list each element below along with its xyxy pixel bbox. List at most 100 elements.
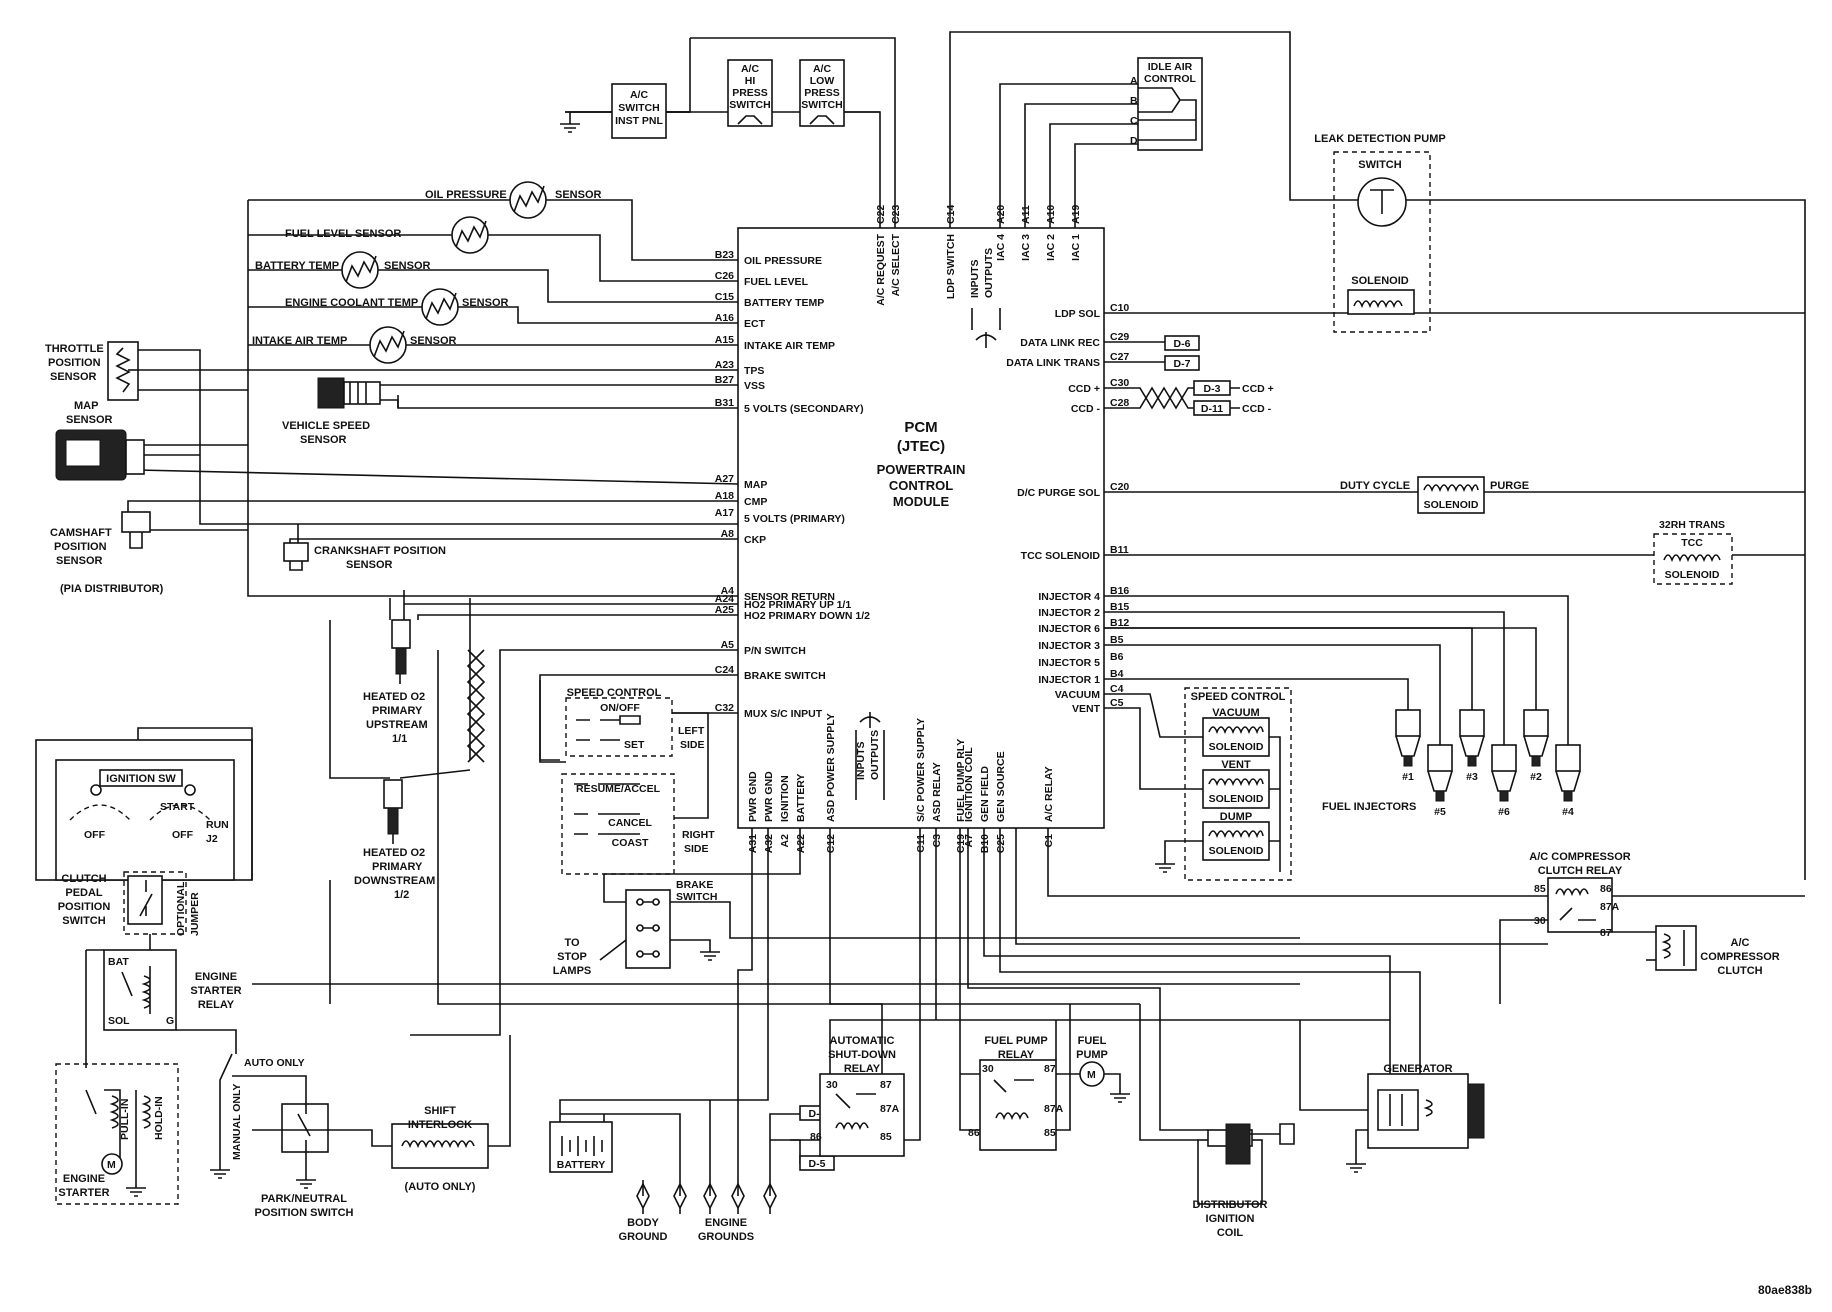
fuel-pump-label-1: FUEL <box>1078 1035 1107 1047</box>
crankshaft-label-2: SENSOR <box>346 559 393 571</box>
ac-relay-pin-30: 30 <box>1534 915 1546 927</box>
ac-switch-label-3: INST PNL <box>615 115 663 127</box>
pcm-pin-code-c20: C20 <box>1110 481 1129 493</box>
pcm-pin-code-a19: A19 <box>1070 205 1082 224</box>
pcm-pin-name-b10: GEN FIELD <box>979 766 991 822</box>
pcm-pin-name-a18: CMP <box>744 496 767 508</box>
o2-dn-label-2: PRIMARY <box>372 861 423 873</box>
purge-label: PURGE <box>1490 480 1529 492</box>
injector-number-n1: #1 <box>1402 771 1414 783</box>
camshaft-label-2: POSITION <box>54 541 107 553</box>
duty-cycle-purge-solenoid: DUTY CYCLE PURGE SOLENOID <box>1104 476 1805 514</box>
pcm-pin-code-a8: A8 <box>721 528 735 540</box>
ac-relay-pin-85: 85 <box>1534 883 1546 895</box>
pcm-pin-code-c5: C5 <box>1110 697 1124 709</box>
injector-nozzle <box>1427 770 1453 792</box>
pcm-pin-name-b16: INJECTOR 4 <box>1038 591 1100 603</box>
injector-tip <box>1499 790 1509 802</box>
asd-pin-87a: 87A <box>880 1103 900 1115</box>
fpr-pin-30: 30 <box>982 1063 994 1075</box>
pcm-pin-code-a23: A23 <box>715 359 734 371</box>
pcm-pin-name-c27: DATA LINK TRANS <box>1006 357 1100 369</box>
ac-low-press-switch <box>799 59 845 127</box>
pcm-pin-name-a17: 5 VOLTS (PRIMARY) <box>744 513 845 525</box>
starter-g-label: G <box>166 1015 174 1027</box>
sc-resume-label: RESUME/ACCEL <box>576 783 661 795</box>
pcm-pin-name-a27: MAP <box>744 479 767 491</box>
pcm-pin-code-b6: B6 <box>1110 651 1124 663</box>
pcm-pin-name-c14: LDP SWITCH <box>945 234 957 299</box>
fpr-label-1: FUEL PUMP <box>984 1035 1047 1047</box>
injector-nozzle <box>1523 735 1549 757</box>
asd-label-3: RELAY <box>844 1063 881 1075</box>
tcc-trans-label: 32RH TRANS <box>1659 519 1725 531</box>
intake-air-temp-sensor-label: SENSOR <box>410 335 457 347</box>
stop-lamps-label-1: TO <box>564 937 580 949</box>
vehicle-speed-sensor: VEHICLE SPEED SENSOR <box>282 377 381 446</box>
pcm-pin-name-c29: DATA LINK REC <box>1020 337 1100 349</box>
sc-vent-label: VENT <box>1221 759 1251 771</box>
ac-switch-label-1: A/C <box>630 89 649 101</box>
pcm-pin-name-c22: A/C REQUEST <box>875 233 887 305</box>
pcm-pin-name-a15: INTAKE AIR TEMP <box>744 340 835 352</box>
brake-switch: BRAKE SWITCH TO STOP LAMPS <box>553 828 1300 977</box>
injector-number-n5: #5 <box>1434 806 1446 818</box>
sc-dump-label: DUMP <box>1220 811 1252 823</box>
pcm-pin-name-a24: HO2 PRIMARY UP 1/1 <box>744 599 851 611</box>
data-link-d3: D-3 <box>1204 383 1221 395</box>
o2-up-label-2: PRIMARY <box>372 705 423 717</box>
injector-wire <box>1104 611 1505 745</box>
ignition-start-label: START <box>160 801 195 813</box>
pcm-pin-code-a5: A5 <box>721 639 735 651</box>
ac-switch-inst-pnl <box>611 83 667 139</box>
fuel-level-sensor: FUEL LEVEL SENSOR <box>285 216 489 254</box>
fpr-pin-85: 85 <box>1044 1127 1056 1139</box>
ignition-off-label-2: OFF <box>172 829 194 841</box>
pcm-title-line5: MODULE <box>893 494 950 509</box>
hold-in-label: HOLD-IN <box>153 1096 165 1140</box>
pull-in-label: PULL-IN <box>119 1099 131 1140</box>
pcm-pin-name-a25: HO2 PRIMARY DOWN 1/2 <box>744 610 870 622</box>
intake-air-temp-sensor: INTAKE AIR TEMP SENSOR <box>252 326 457 364</box>
intake-air-temp-label: INTAKE AIR TEMP <box>252 335 347 347</box>
io-label-outputs-top: OUTPUTS <box>983 248 995 298</box>
pcm-pin-name-a10: IAC 2 <box>1045 234 1057 261</box>
ccd-plus-label: CCD + <box>1242 383 1274 395</box>
pcm-pin-name-a32: PWR GND <box>763 771 775 822</box>
data-link: D-6 D-7 D-3 D-11 CCD + CCD - <box>1104 335 1274 416</box>
fuel-level-label: FUEL LEVEL SENSOR <box>285 228 401 240</box>
pcm-pin-code-c10: C10 <box>1110 302 1129 314</box>
injector-wire <box>1104 627 1537 710</box>
ground-lug-icon <box>731 1182 745 1210</box>
io-divider-top <box>971 308 1001 330</box>
fuel-pump-relay: FUEL PUMP RELAY 30 87 87A 86 85 M FUEL P… <box>959 828 1130 1151</box>
pcm-pin-code-a25: A25 <box>715 604 734 616</box>
injector-tip <box>1563 790 1573 802</box>
battery-temp-sensor-label: SENSOR <box>384 260 431 272</box>
clutch-label-4: SWITCH <box>62 915 105 927</box>
pcm-pin-name-b4: INJECTOR 1 <box>1038 674 1100 686</box>
optional-jumper-label-1: OPTIONAL <box>175 881 187 936</box>
ac-relay-pin-87a: 87A <box>1600 901 1620 913</box>
engine-grounds-label-1: ENGINE <box>705 1217 747 1229</box>
pcm-pin-name-b31: 5 VOLTS (SECONDARY) <box>744 403 864 415</box>
park-neutral-switch: PARK/NEUTRAL POSITION SWITCH <box>232 1075 354 1219</box>
ac-switches: A/C SWITCH INST PNL A/C HI PRESS SWITCH … <box>560 31 1806 880</box>
ground-lug-icon <box>703 1182 717 1210</box>
ldp-solenoid-label: SOLENOID <box>1351 275 1409 287</box>
injector-wire <box>1104 627 1473 710</box>
pcm-pin-code-a27: A27 <box>715 473 734 485</box>
battery-temp-label: BATTERY TEMP <box>255 260 339 272</box>
pcm-pin-name-b12: INJECTOR 6 <box>1038 623 1100 635</box>
pcm-pin-code-a18: A18 <box>715 490 734 502</box>
asd-pin-86: 86 <box>810 1131 822 1143</box>
io-label-inputs-bottom: INPUTS <box>855 741 867 780</box>
asd-label-2: SHUT-DOWN <box>828 1049 896 1061</box>
pcm-pin-code-c1: C1 <box>1043 834 1055 848</box>
pcm-pin-code-b12: B12 <box>1110 617 1129 629</box>
pcm-pin-name-c32: MUX S/C INPUT <box>744 708 823 720</box>
